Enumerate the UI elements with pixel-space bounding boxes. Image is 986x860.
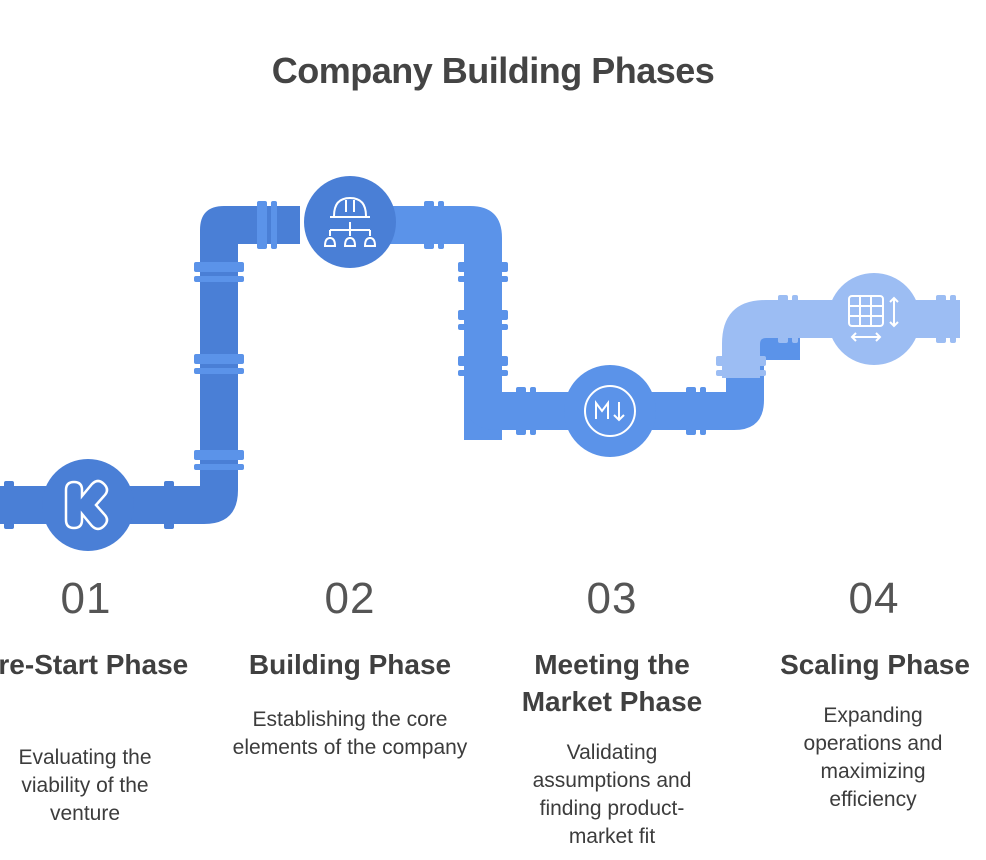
hard-hat-org-icon <box>323 196 377 247</box>
phase-node-3 <box>564 365 656 457</box>
phase-title-2: Building Phase <box>248 649 452 680</box>
pipe-segment-1 <box>0 201 300 529</box>
diagram-title: Company Building Phases <box>271 50 715 91</box>
phase-title-1: Pre-Start Phase <box>0 649 189 680</box>
phase-node-2 <box>304 176 396 268</box>
pipe-segment-3 <box>640 322 800 435</box>
pipe-segment-2 <box>380 201 580 440</box>
phase-node-4 <box>828 273 920 365</box>
phase-number-3: 03 <box>586 574 638 623</box>
phase-number-1: 01 <box>60 574 112 623</box>
phase-title-3: Meeting the Market Phase <box>521 649 703 717</box>
phase-description-1: Evaluating the viability of the venture <box>18 746 152 825</box>
phase-node-1 <box>42 459 134 551</box>
phase-description-3: Validating assumptions and finding produ… <box>532 741 692 848</box>
phase-description-2: Establishing the core elements of the co… <box>232 708 468 759</box>
phase-number-2: 02 <box>324 574 376 623</box>
phase-number-4: 04 <box>848 574 900 623</box>
kickstarter-icon <box>64 479 109 531</box>
markdown-down-icon <box>584 385 636 437</box>
phase-title-4: Scaling Phase <box>780 649 970 680</box>
phase-description-4: Expanding operations and maximizing effi… <box>803 704 943 811</box>
table-resize-icon <box>848 295 899 342</box>
